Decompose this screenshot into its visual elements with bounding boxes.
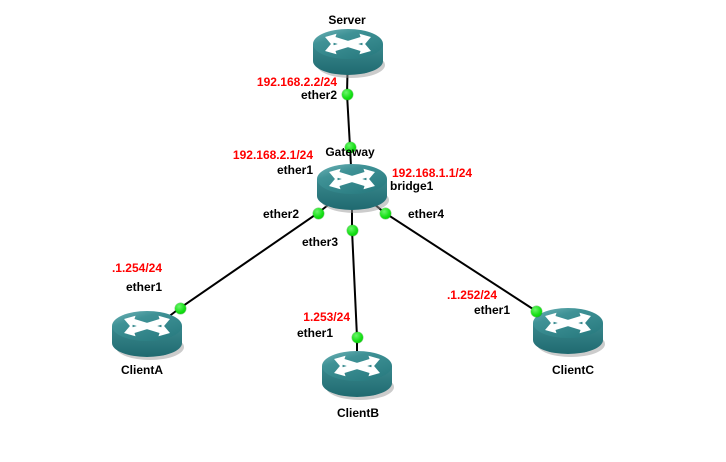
node-label-gateway[interactable]: Gateway	[325, 145, 375, 159]
node-clienta[interactable]	[109, 309, 185, 363]
node-clientc[interactable]	[530, 306, 606, 360]
interface-status-dot	[341, 88, 353, 100]
iface-gateway-ether2-label[interactable]: ether2	[262, 207, 299, 221]
router-arrows-icon	[545, 312, 591, 334]
node-clientb[interactable]	[319, 349, 395, 403]
iface-gateway-ether3-label[interactable]: ether3	[302, 235, 339, 249]
node-label-server[interactable]: Server	[328, 13, 366, 27]
router-arrows-icon	[329, 168, 375, 190]
interface-status-dot	[174, 302, 186, 314]
router-icon	[313, 29, 385, 78]
router-icon	[322, 351, 394, 400]
ip-gateway-ether1-label[interactable]: 192.168.2.1/24	[232, 148, 313, 162]
node-label-clientc[interactable]: ClientC	[552, 363, 594, 377]
iface-gateway-ether4-label[interactable]: ether4	[408, 207, 445, 221]
iface-gateway-ether1-label[interactable]: ether1	[276, 163, 313, 177]
interface-status-dot	[312, 207, 324, 219]
interface-status-dot	[346, 224, 358, 236]
interface-status-dot	[351, 331, 363, 343]
node-gateway[interactable]	[314, 162, 390, 216]
ip-clientb-ether1-label[interactable]: 1.253/24	[303, 310, 350, 324]
interface-status-dot	[344, 141, 356, 153]
router-icon	[317, 164, 389, 213]
interface-status-dot	[379, 207, 391, 219]
iface-gateway-bridge1-label[interactable]: bridge1	[390, 179, 434, 193]
iface-clientb-ether1-label[interactable]: ether1	[296, 326, 333, 340]
node-label-clientb[interactable]: ClientB	[337, 406, 379, 420]
node-server[interactable]	[310, 27, 386, 81]
interface-status-dot	[530, 305, 542, 317]
iface-clientc-ether1-label[interactable]: ether1	[473, 303, 510, 317]
iface-server-ether2-label[interactable]: ether2	[300, 88, 337, 102]
ip-clientc-ether1-label[interactable]: .1.252/24	[446, 288, 497, 302]
ip-gateway-bridge1-label[interactable]: 192.168.1.1/24	[392, 166, 473, 180]
router-icon	[112, 311, 184, 360]
iface-clienta-ether1-label[interactable]: ether1	[125, 280, 162, 294]
ip-server-ether2-label[interactable]: 192.168.2.2/24	[256, 75, 337, 89]
node-label-clienta[interactable]: ClientA	[121, 363, 163, 377]
router-arrows-icon	[124, 315, 170, 337]
router-arrows-icon	[325, 33, 371, 55]
router-icon	[533, 308, 605, 357]
router-arrows-icon	[334, 355, 380, 377]
ip-clienta-ether1-label[interactable]: .1.254/24	[111, 261, 162, 275]
